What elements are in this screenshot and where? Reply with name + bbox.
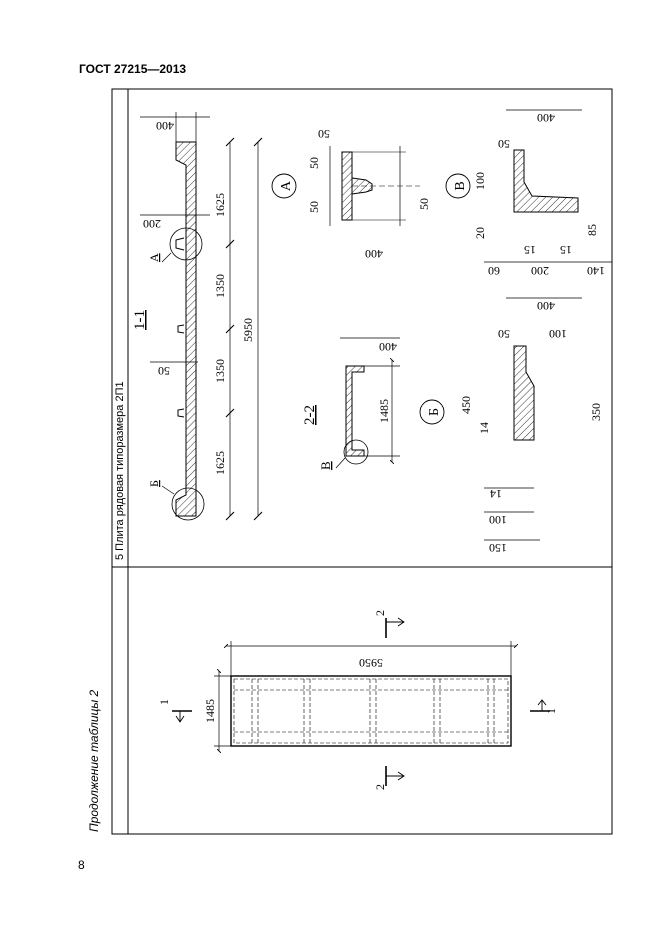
detail-v-dim-8: 60 (488, 264, 500, 278)
detail-b-dim-5: 350 (589, 403, 603, 421)
detail-v-dim-6: 15 (560, 243, 572, 257)
section-1-1: А Б 1625 1350 1350 1625 5950 400 200 50 … (132, 112, 263, 521)
span-1: 1625 (213, 193, 227, 217)
detail-b-dim-3: 100 (549, 327, 567, 341)
cut-1-left: 1 (157, 699, 171, 705)
table-caption: Продолжение таблицы 2 (87, 689, 101, 832)
detail-a-label: А (279, 180, 294, 191)
detail-v-dim-9: 200 (531, 264, 549, 278)
cut-2-bottom: 2 (373, 784, 387, 790)
width-2-2: 1485 (377, 399, 391, 423)
row-title: 5 Плита рядовая типоразмера 2П1 (114, 381, 126, 560)
detail-b-dim-2: 50 (498, 327, 510, 341)
detail-b-dim-4: 450 (459, 396, 473, 414)
section-2-2: В 1485 400 2-2 (302, 337, 400, 470)
detail-a-dim-5: 400 (365, 247, 383, 261)
detail-v-dim-7: 85 (585, 224, 599, 236)
plan-width: 1485 (203, 699, 217, 723)
span-3: 1350 (213, 359, 227, 383)
detail-b: Б 400 50 100 450 350 14 14 100 150 (419, 297, 603, 555)
detail-a-dim-1: 50 (318, 127, 330, 141)
detail-v-dim-2: 50 (498, 137, 510, 151)
dim-50: 50 (158, 364, 170, 378)
node-v-label: В (318, 461, 333, 470)
detail-b-dim-8: 100 (489, 513, 507, 527)
detail-v-label: В (453, 181, 468, 190)
table-frame (111, 88, 613, 835)
overall-length: 5950 (241, 318, 255, 342)
section-2-2-title: 2-2 (302, 405, 318, 425)
page-number: 8 (78, 858, 85, 872)
detail-v-dim-1: 400 (537, 111, 555, 125)
detail-a-dim-2: 50 (307, 157, 321, 169)
detail-v-dim-5: 15 (524, 243, 536, 257)
detail-b-label: Б (427, 408, 442, 416)
detail-v: В 400 50 100 20 15 15 85 60 200 140 (445, 109, 612, 278)
plan-length: 5950 (359, 656, 383, 670)
dim-400: 400 (156, 119, 174, 133)
detail-b-dim-6: 14 (477, 422, 491, 434)
detail-b-dim-7: 14 (490, 487, 502, 501)
node-b-label: Б (147, 480, 161, 487)
detail-v-dim-10: 140 (587, 264, 605, 278)
cut-1-right: 1 (544, 708, 558, 714)
node-a-label: А (147, 253, 161, 262)
span-2: 1350 (213, 274, 227, 298)
cut-2-top: 2 (373, 610, 387, 616)
section-1-1-title: 1-1 (132, 310, 148, 330)
detail-a-dim-4: 50 (417, 198, 431, 210)
span-4: 1625 (213, 451, 227, 475)
dim-200: 200 (143, 217, 161, 231)
detail-b-dim-1: 400 (537, 299, 555, 313)
detail-a: А 50 50 50 50 400 (271, 127, 431, 261)
flange-400: 400 (379, 340, 397, 354)
detail-v-dim-3: 100 (473, 172, 487, 190)
detail-a-dim-3: 50 (307, 201, 321, 213)
detail-v-dim-4: 20 (473, 227, 487, 239)
detail-b-dim-9: 150 (489, 541, 507, 555)
plan-view: 5950 1485 1 1 2 2 (157, 610, 558, 790)
document-header: ГОСТ 27215—2013 (79, 62, 187, 76)
